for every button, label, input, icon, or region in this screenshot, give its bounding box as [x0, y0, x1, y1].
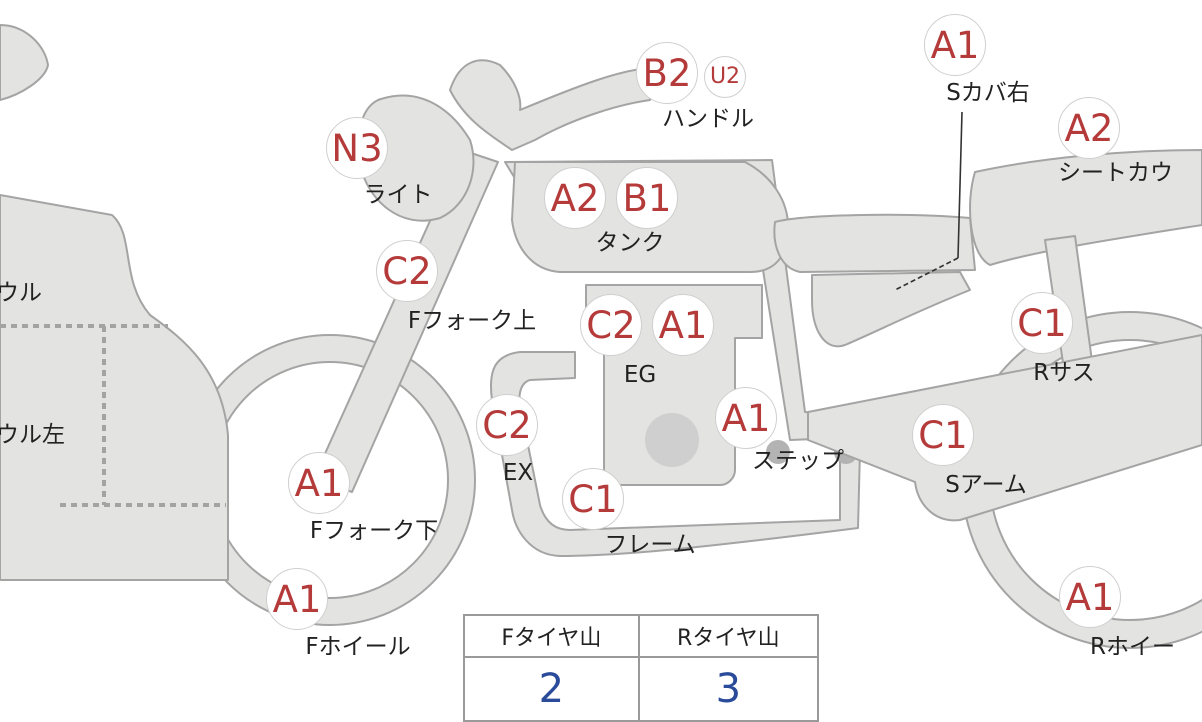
- part-label-step: ステップ: [752, 448, 844, 474]
- seat-frame-shape: [773, 213, 976, 273]
- grade-badge-frame: C1: [562, 468, 624, 530]
- part-label-engine: EG: [623, 362, 657, 388]
- part-label-fork-upper: Fフォーク上: [407, 308, 537, 334]
- grade-badge-handle-sub: U2: [704, 56, 746, 98]
- grade-badge-seat-cowl: A2: [1058, 97, 1120, 159]
- part-label-s-cowl-left: ウル左: [0, 422, 65, 448]
- part-label-tank: タンク: [595, 230, 665, 256]
- step-peg-1: [766, 440, 790, 464]
- grade-badge-front-wheel: A1: [266, 568, 328, 630]
- grade-badge-tank-1: A2: [544, 167, 606, 229]
- grade-badge-handle-main: B2: [636, 42, 698, 104]
- side-cover-leader-dash: [894, 257, 959, 291]
- grade-badge-light: N3: [326, 117, 388, 179]
- part-label-handle: ハンドル: [662, 106, 754, 132]
- part-label-swing-arm: Sアーム: [945, 472, 1027, 498]
- part-label-rear-wheel: Rホイー: [1090, 634, 1175, 660]
- side-cover-shape: [811, 271, 971, 348]
- grade-badge-rear-suspension: C1: [1011, 292, 1073, 354]
- grade-badge-step: A1: [715, 387, 777, 449]
- part-label-seat-cowl: シートカウ: [1058, 160, 1173, 186]
- part-label-front-wheel: Fホイール: [305, 634, 411, 660]
- part-label-light: ライト: [363, 182, 433, 208]
- front-cowl-top-shape: [0, 24, 49, 101]
- part-label-side-cover-right: Sカバ右: [946, 80, 1030, 106]
- grade-badge-exhaust: C2: [476, 394, 538, 456]
- part-label-fork-lower: Fフォーク下: [309, 518, 439, 544]
- front-fork-shape: [313, 149, 499, 493]
- grade-badge-engine-1: C2: [580, 294, 642, 356]
- front-tire-value: 2: [463, 656, 640, 722]
- swing-arm-shape: [807, 334, 1202, 522]
- rear-tire-value: 3: [637, 656, 820, 722]
- part-label-frame: フレーム: [604, 532, 696, 558]
- grade-badge-swing-arm: C1: [912, 404, 974, 466]
- grade-badge-fork-lower: A1: [288, 452, 350, 514]
- front-tire-header: Fタイヤ山: [463, 614, 640, 658]
- part-label-s-cowl-right: ウル: [0, 280, 42, 306]
- front-cowl-shape: [0, 194, 229, 581]
- grade-badge-rear-wheel: A1: [1059, 566, 1121, 628]
- grade-badge-side-cover-right: A1: [924, 14, 986, 76]
- tire-tread-table: Fタイヤ山 Rタイヤ山 2 3: [463, 614, 820, 722]
- part-label-rear-suspension: Rサス: [1033, 360, 1095, 386]
- part-label-exhaust: EX: [502, 460, 534, 486]
- grade-badge-fork-upper: C2: [376, 240, 438, 302]
- engine-circle: [645, 413, 699, 467]
- grade-badge-tank-2: B1: [616, 167, 678, 229]
- handlebar-shape: [449, 59, 651, 151]
- rear-tire-header: Rタイヤ山: [637, 614, 820, 658]
- grade-badge-engine-2: A1: [652, 294, 714, 356]
- seat-cowl-shape: [969, 149, 1202, 266]
- side-cover-leader: [957, 111, 963, 259]
